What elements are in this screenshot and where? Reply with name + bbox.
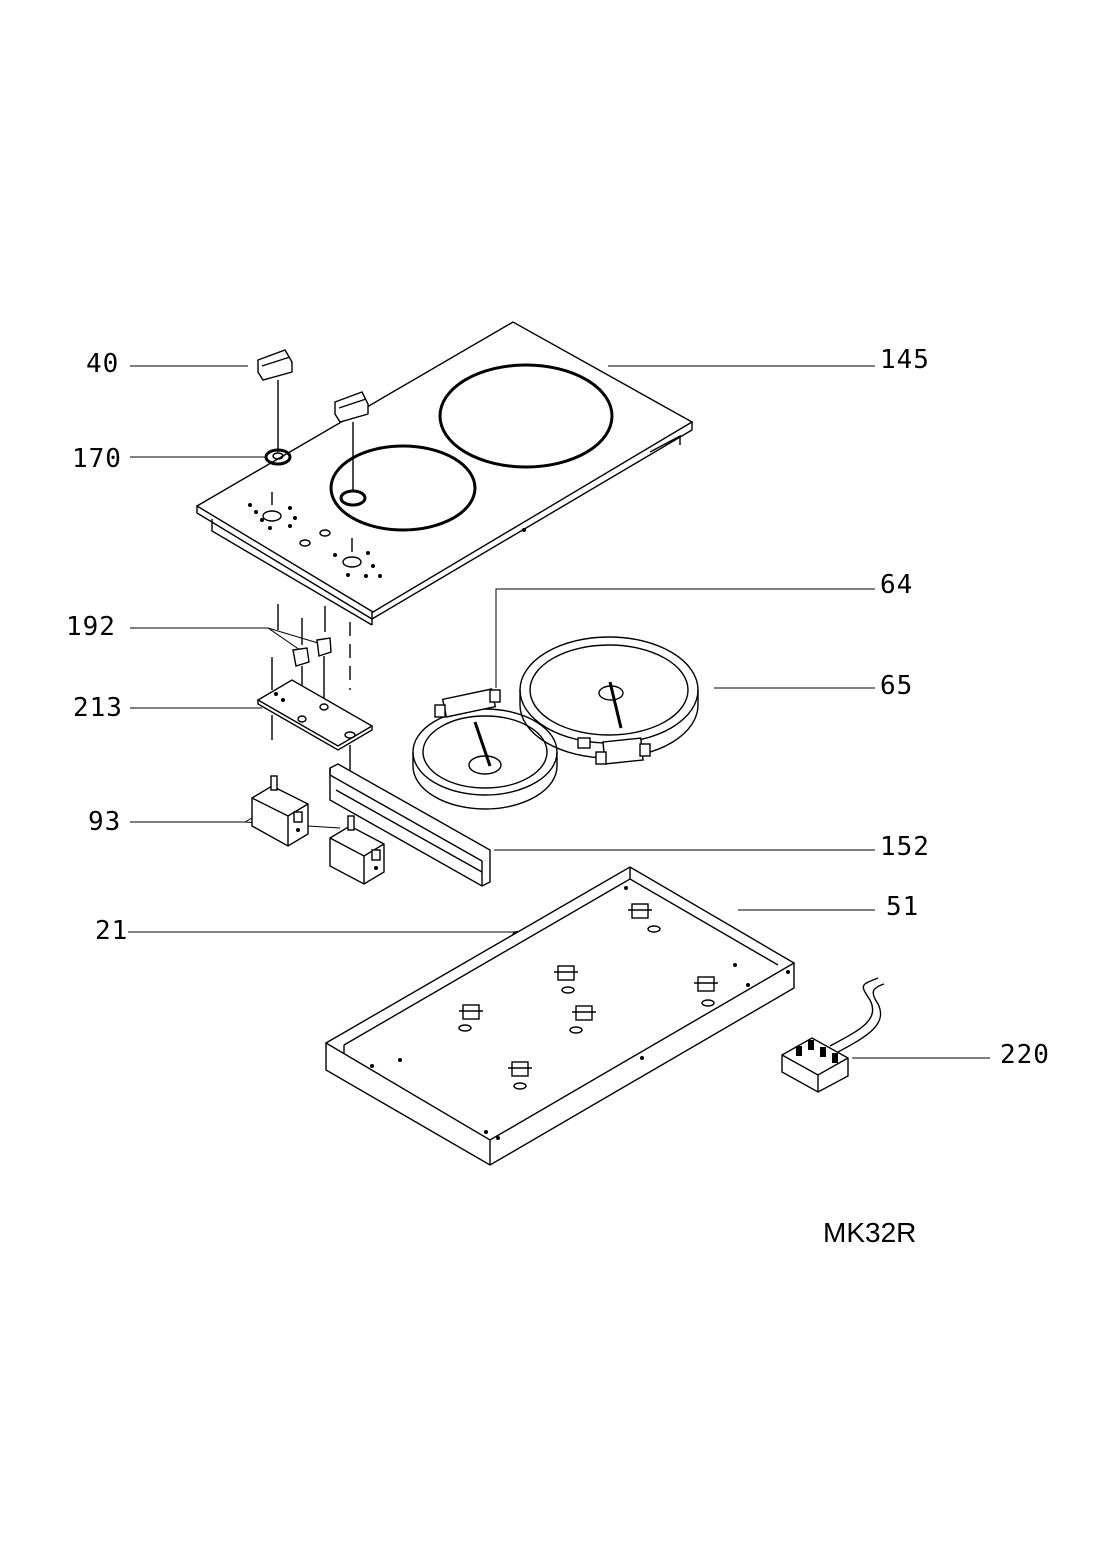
- label-21: 21: [95, 916, 128, 946]
- heating-element-small: [412, 688, 558, 810]
- label-192: 192: [66, 612, 116, 642]
- leader-64: [495, 588, 875, 688]
- fixing-clip: [508, 1061, 532, 1090]
- fixing-clips: [458, 903, 718, 1090]
- fixing-clip: [628, 903, 661, 933]
- leader-192: [130, 627, 301, 651]
- fixing-clip: [569, 1005, 596, 1034]
- label-65: 65: [880, 671, 913, 701]
- label-64: 64: [880, 570, 913, 600]
- support-rail: [329, 763, 491, 887]
- label-40: 40: [86, 349, 119, 379]
- label-213: 213: [73, 693, 123, 723]
- label-152: 152: [880, 832, 930, 862]
- control-knob-2: [334, 391, 369, 490]
- energy-regulator-2: [329, 815, 385, 885]
- label-170: 170: [72, 444, 122, 474]
- label-145: 145: [880, 345, 930, 375]
- indicator-lamps: [271, 604, 351, 712]
- hob-top-plate: [195, 321, 694, 626]
- label-220: 220: [1000, 1040, 1050, 1070]
- leader-192b: [267, 627, 319, 644]
- fixing-clip: [554, 965, 578, 994]
- fixing-clip: [458, 1004, 483, 1032]
- terminal-block: [781, 977, 885, 1093]
- lamp-bracket: [256, 679, 374, 780]
- heating-element-large: [519, 636, 699, 765]
- energy-regulator-1: [251, 775, 309, 847]
- knob-ring: [264, 448, 292, 466]
- control-knob-1: [257, 349, 293, 452]
- model-number: MK32R: [823, 1217, 916, 1248]
- label-51: 51: [886, 892, 919, 922]
- label-93: 93: [88, 807, 121, 837]
- base-housing-tray: [324, 866, 796, 1166]
- fixing-clip: [694, 976, 718, 1007]
